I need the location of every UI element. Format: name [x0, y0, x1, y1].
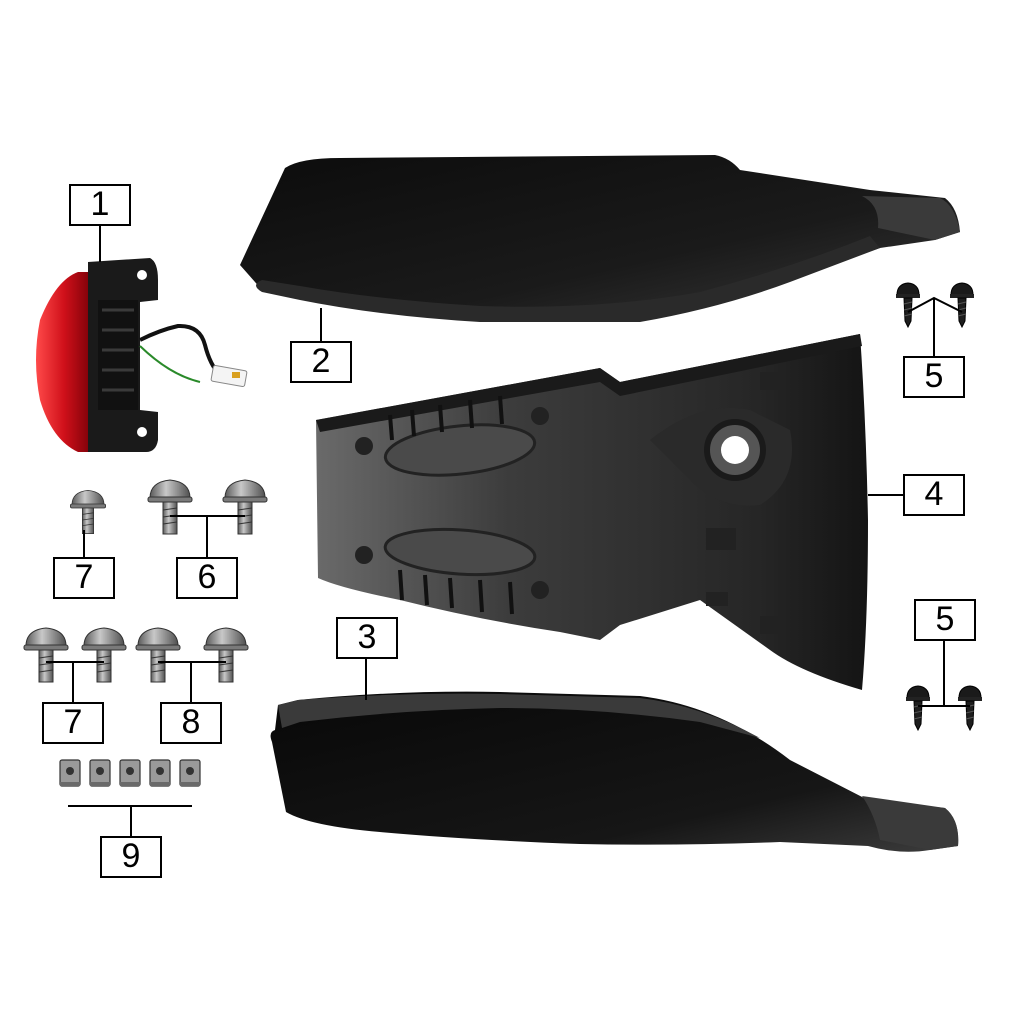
- leader-lines: [46, 226, 970, 836]
- callout-6: 6: [176, 557, 238, 599]
- callout-1: 1: [69, 184, 131, 226]
- callout-2: 2: [290, 341, 352, 383]
- bolt-7-single: [70, 489, 106, 535]
- callout-7-lower: 7: [42, 702, 104, 744]
- spring-nuts-9: [59, 759, 201, 787]
- fender-ribs: [388, 395, 514, 615]
- rear-fender: [316, 334, 868, 690]
- callout-3: 3: [336, 617, 398, 659]
- callout-5-lower: 5: [914, 599, 976, 641]
- callout-9: 9: [100, 836, 162, 878]
- lower-side-panel: [270, 691, 959, 852]
- tail-light-assembly: [36, 258, 248, 452]
- upper-side-panel: [240, 155, 960, 322]
- callout-5-upper: 5: [903, 356, 965, 398]
- callout-4: 4: [903, 474, 965, 516]
- callout-7-upper: 7: [53, 557, 115, 599]
- bolt-pair-7: [23, 627, 127, 683]
- callout-8: 8: [160, 702, 222, 744]
